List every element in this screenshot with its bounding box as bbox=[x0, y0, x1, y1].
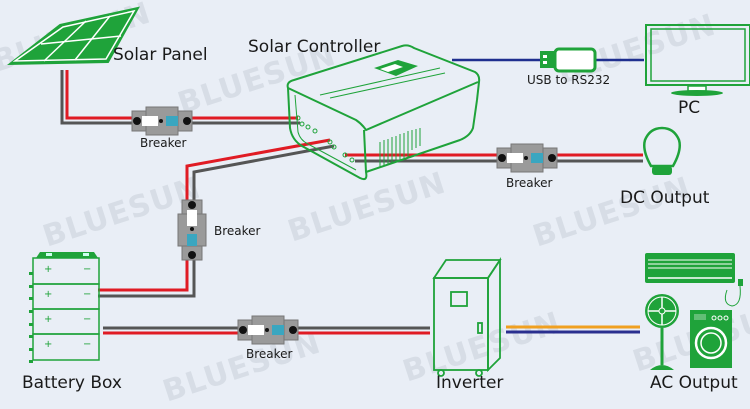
breaker-label: Breaker bbox=[140, 136, 187, 150]
battery-negative-label: − bbox=[83, 289, 92, 300]
breaker-label: Breaker bbox=[214, 224, 261, 238]
dc-output-label: DC Output bbox=[620, 188, 710, 208]
usb-adapter-icon bbox=[540, 47, 597, 73]
washing-machine-icon bbox=[690, 310, 732, 368]
breaker-label: Breaker bbox=[246, 347, 293, 361]
breaker-switch[interactable] bbox=[496, 143, 558, 173]
diagram-graphics bbox=[7, 6, 750, 377]
battery-positive-label: + bbox=[44, 339, 53, 350]
solar-controller-label: Solar Controller bbox=[248, 37, 381, 57]
battery-box-label: Battery Box bbox=[22, 373, 122, 393]
fan-icon bbox=[645, 294, 679, 370]
inverter-label: Inverter bbox=[436, 373, 504, 393]
battery-negative-label: − bbox=[83, 339, 92, 350]
air-conditioner-icon bbox=[645, 253, 743, 307]
battery-box-icon bbox=[29, 252, 100, 363]
breaker-switch[interactable] bbox=[131, 106, 193, 136]
battery-positive-label: + bbox=[44, 264, 53, 275]
inverter-icon bbox=[432, 257, 502, 377]
pc-monitor-icon bbox=[645, 24, 750, 96]
battery-negative-label: − bbox=[83, 264, 92, 275]
ac-wire bbox=[506, 325, 640, 334]
breaker-label: Breaker bbox=[506, 176, 553, 190]
breaker-switch[interactable] bbox=[237, 315, 299, 345]
solar-panel-icon bbox=[7, 6, 140, 66]
solar-controller-icon bbox=[286, 44, 481, 181]
battery-positive-label: + bbox=[44, 314, 53, 325]
breakers-layer bbox=[131, 106, 558, 345]
battery-negative-label: − bbox=[83, 314, 92, 325]
battery-positive-label: + bbox=[44, 289, 53, 300]
pc-label: PC bbox=[678, 98, 701, 118]
ac-output-label: AC Output bbox=[650, 373, 738, 393]
light-bulb-icon bbox=[643, 126, 681, 175]
breaker-switch[interactable] bbox=[177, 199, 207, 261]
solar-panel-label: Solar Panel bbox=[113, 45, 208, 65]
usb-adapter-label: USB to RS232 bbox=[527, 73, 611, 87]
panel-wire bbox=[60, 70, 300, 125]
